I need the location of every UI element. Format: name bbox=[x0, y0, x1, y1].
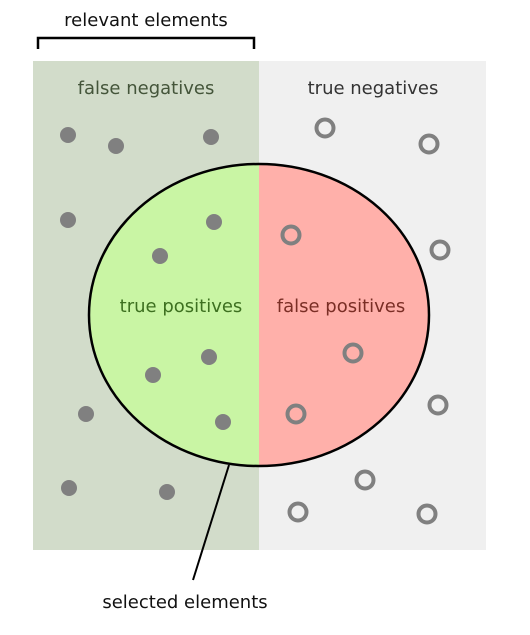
true-negative-ring bbox=[314, 117, 336, 139]
true-positive-dot bbox=[152, 248, 168, 264]
true-negatives-label: true negatives bbox=[308, 78, 439, 99]
true-negative-ring bbox=[416, 503, 438, 525]
selected-ellipse-outline bbox=[87, 162, 431, 468]
selected-pointer-line bbox=[192, 464, 230, 581]
false-positive-ring bbox=[342, 342, 364, 364]
false-positive-ring bbox=[285, 403, 307, 425]
true-negative-ring bbox=[418, 133, 440, 155]
false-negatives-label: false negatives bbox=[78, 78, 215, 99]
false-positives-label: false positives bbox=[277, 296, 406, 317]
true-positives-label: true positives bbox=[120, 296, 243, 317]
false-negative-dot bbox=[159, 484, 175, 500]
selected-elements-label: selected elements bbox=[102, 592, 267, 613]
false-negative-dot bbox=[60, 127, 76, 143]
false-positive-ring bbox=[280, 224, 302, 246]
true-negative-ring bbox=[354, 469, 376, 491]
relevant-dots bbox=[60, 127, 231, 500]
false-negative-dot bbox=[60, 212, 76, 228]
false-negative-dot bbox=[203, 129, 219, 145]
true-negative-ring bbox=[429, 239, 451, 261]
false-negative-dot bbox=[108, 138, 124, 154]
true-negative-ring bbox=[427, 394, 449, 416]
true-positive-dot bbox=[206, 214, 222, 230]
relevant-elements-label: relevant elements bbox=[64, 10, 228, 31]
true-positive-dot bbox=[201, 349, 217, 365]
false-negative-dot bbox=[61, 480, 77, 496]
true-positive-dot bbox=[215, 414, 231, 430]
true-negative-ring bbox=[287, 501, 309, 523]
true-positive-dot bbox=[145, 367, 161, 383]
nonrelevant-rings bbox=[280, 117, 451, 525]
relevant-bracket bbox=[36, 36, 256, 49]
false-negative-dot bbox=[78, 406, 94, 422]
